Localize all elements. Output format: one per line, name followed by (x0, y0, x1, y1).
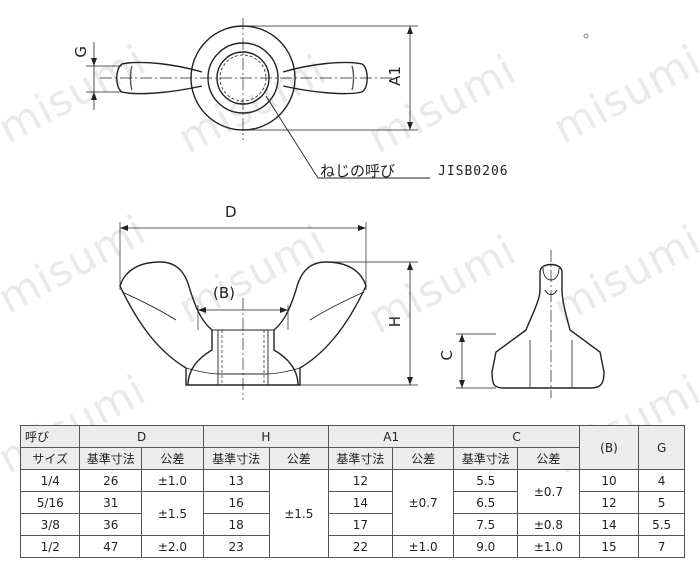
header-c-std: 基準寸法 (453, 447, 519, 470)
cell-c: 7.5 (453, 513, 519, 536)
table-row: 3/8 36 18 17 7.5 ±0.8 14 5.5 (19, 513, 685, 536)
table-row: 1/2 47 ±2.0 23 22 ±1.0 9.0 ±1.0 15 7 (19, 535, 685, 558)
label-h: H (386, 316, 404, 328)
header-h: H (202, 425, 330, 448)
cell-c-tol: ±1.0 (517, 535, 580, 558)
header-g: G (638, 425, 685, 470)
header-c: C (453, 425, 580, 448)
cell-h: 23 (202, 535, 270, 558)
header-d: D (79, 425, 204, 448)
table-row: 1/4 26 ±1.0 13 ±1.5 12 ±0.7 5.5 ±0.7 10 … (19, 469, 685, 558)
cell-d: 31 (79, 491, 143, 514)
cell-size: 1/4 (19, 469, 81, 492)
table-subheader-row: サイズ 基準寸法 公差 基準寸法 公差 基準寸法 公差 基準寸法 公差 (19, 447, 685, 470)
label-g: G (72, 46, 90, 58)
cell-a1-tol: ±1.0 (391, 535, 455, 558)
header-c-tol: 公差 (517, 447, 580, 470)
wing-nut-drawing (86, 18, 605, 400)
standard-label: JISB0206 (438, 164, 509, 179)
cell-h-tol: ±1.5 (268, 469, 330, 558)
cell-a1-tol: ±0.7 (391, 469, 455, 536)
cell-c-tol: ±0.8 (517, 513, 580, 536)
cell-d-tol: ±2.0 (141, 535, 204, 558)
front-view (119, 222, 418, 400)
cell-a1: 14 (328, 491, 393, 514)
cell-g: 5 (638, 491, 685, 514)
cell-h: 13 (202, 469, 270, 492)
cell-c: 6.5 (453, 491, 519, 514)
header-nominal: 呼び (19, 425, 81, 448)
label-b: (B) (213, 284, 235, 302)
label-d: D (225, 203, 237, 221)
cell-b: 10 (578, 469, 640, 492)
cell-b: 14 (578, 513, 640, 536)
cell-c-tol: ±0.7 (517, 469, 580, 514)
cell-d: 26 (79, 469, 143, 492)
cell-c: 5.5 (453, 469, 519, 492)
header-h-std: 基準寸法 (202, 447, 270, 470)
cell-a1: 22 (328, 535, 393, 558)
header-a1-std: 基準寸法 (328, 447, 393, 470)
cell-a1: 17 (328, 513, 393, 536)
table-row: 5/16 31 ±1.5 16 14 6.5 12 5 (19, 491, 685, 536)
cell-d: 47 (79, 535, 143, 558)
cell-a1: 12 (328, 469, 393, 492)
cell-h: 18 (202, 513, 270, 536)
top-view (86, 18, 430, 179)
thread-note: ねじの呼び (320, 162, 396, 180)
dimension-table: 呼び D H A1 C (B) G サイズ 基準寸法 公差 基準寸法 公差 基準… (19, 425, 685, 558)
header-a1: A1 (328, 425, 455, 448)
label-a1: A1 (386, 66, 404, 86)
cell-b: 15 (578, 535, 640, 558)
cell-h: 16 (202, 491, 270, 514)
table-header-row: 呼び D H A1 C (B) G (19, 425, 685, 470)
cell-d: 36 (79, 513, 143, 536)
header-a1-tol: 公差 (391, 447, 455, 470)
side-view (456, 250, 605, 398)
cell-g: 7 (638, 535, 685, 558)
cell-size: 5/16 (19, 491, 81, 514)
header-d-std: 基準寸法 (79, 447, 143, 470)
header-d-tol: 公差 (141, 447, 204, 470)
header-size: サイズ (19, 447, 81, 470)
cell-c: 9.0 (453, 535, 519, 558)
header-h-tol: 公差 (268, 447, 330, 470)
cell-d-tol: ±1.0 (141, 469, 204, 492)
header-b: (B) (578, 425, 640, 470)
cell-size: 1/2 (19, 535, 81, 558)
cell-d-tol: ±1.5 (141, 491, 204, 536)
cell-size: 3/8 (19, 513, 81, 536)
cell-g: 4 (638, 469, 685, 492)
cell-b: 12 (578, 491, 640, 514)
label-c: C (438, 350, 456, 361)
cell-g: 5.5 (638, 513, 685, 536)
